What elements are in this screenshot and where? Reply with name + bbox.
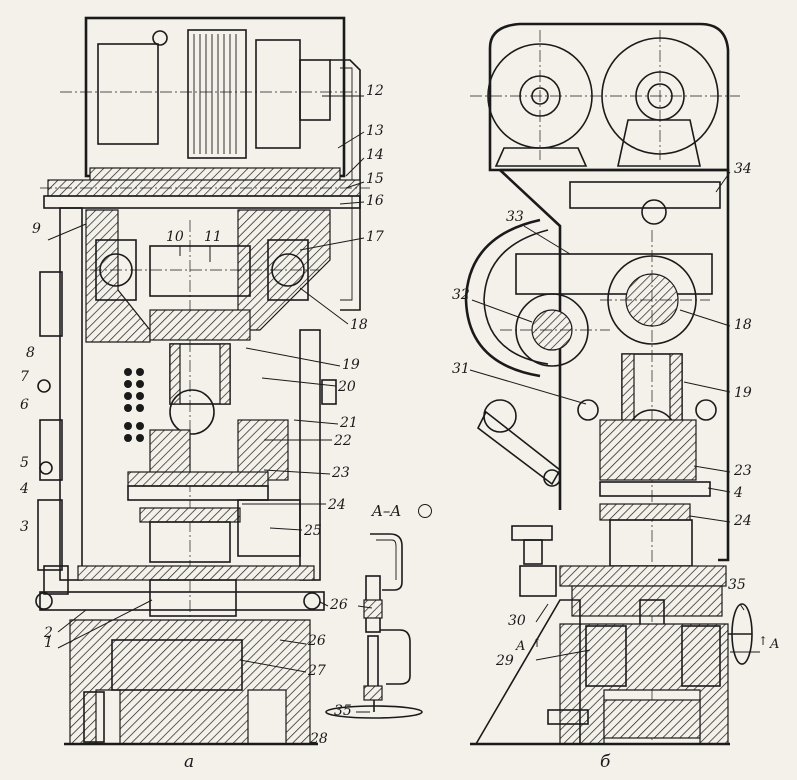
view-caption-b: б bbox=[600, 752, 611, 772]
callout-21: 21 bbox=[340, 415, 358, 431]
callout-6: 6 bbox=[20, 397, 29, 413]
section-a-a bbox=[325, 533, 423, 719]
hole-grid bbox=[124, 368, 144, 442]
callout-22: 22 bbox=[334, 433, 352, 449]
callout-2: 2 bbox=[44, 625, 53, 641]
callout-32: 32 bbox=[452, 287, 470, 303]
callout-19r: 19 bbox=[734, 385, 752, 401]
side-view bbox=[464, 22, 753, 746]
callout-34: 34 bbox=[734, 161, 752, 177]
callout-19: 19 bbox=[342, 357, 360, 373]
callout-33: 33 bbox=[506, 209, 524, 225]
callout-31: 31 bbox=[452, 361, 470, 377]
callout-10: 10 bbox=[166, 229, 184, 245]
callout-23r: 23 bbox=[734, 463, 752, 479]
callout-30: 30 bbox=[508, 613, 526, 629]
callout-11: 11 bbox=[204, 229, 222, 245]
callout-12: 12 bbox=[366, 83, 384, 99]
callout-section-35: 35 bbox=[334, 703, 352, 719]
section-title: A–A bbox=[372, 502, 402, 520]
section-circle-icon bbox=[418, 504, 432, 518]
callout-13: 13 bbox=[366, 123, 384, 139]
callout-26b: 26 bbox=[308, 633, 326, 649]
callout-18r: 18 bbox=[734, 317, 752, 333]
callout-14: 14 bbox=[366, 147, 384, 163]
arrow-up-icon: ↑ bbox=[758, 634, 769, 648]
flywheel-ribs bbox=[193, 34, 237, 154]
callout-35r: 35 bbox=[728, 577, 746, 593]
callout-15: 15 bbox=[366, 171, 384, 187]
callout-8: 8 bbox=[26, 345, 35, 361]
view-caption-a: a bbox=[184, 752, 195, 772]
callout-5: 5 bbox=[20, 455, 29, 471]
callout-16: 16 bbox=[366, 193, 384, 209]
callout-4r: 4 bbox=[734, 485, 743, 501]
leader-lines bbox=[47, 95, 760, 713]
callout-23: 23 bbox=[332, 465, 350, 481]
arrow-up-icon: ↑ bbox=[532, 636, 543, 650]
callout-4: 4 bbox=[20, 481, 29, 497]
callout-25: 25 bbox=[304, 523, 322, 539]
callout-24r: 24 bbox=[734, 513, 752, 529]
section-marker-left: A bbox=[516, 639, 526, 654]
callout-18: 18 bbox=[350, 317, 368, 333]
callout-20: 20 bbox=[338, 379, 356, 395]
callout-17: 17 bbox=[366, 229, 384, 245]
callout-3: 3 bbox=[20, 519, 29, 535]
callout-28: 28 bbox=[310, 731, 328, 747]
front-section-view bbox=[35, 16, 370, 746]
section-marker-right: A bbox=[770, 637, 780, 652]
callout-27: 27 bbox=[308, 663, 326, 679]
callout-26a: 26 bbox=[330, 597, 348, 613]
motor-housing bbox=[84, 16, 346, 178]
callout-24: 24 bbox=[328, 497, 346, 513]
callout-29: 29 bbox=[496, 653, 514, 669]
callout-9: 9 bbox=[32, 221, 41, 237]
callout-7: 7 bbox=[20, 369, 29, 385]
callout-1: 1 bbox=[44, 635, 53, 651]
